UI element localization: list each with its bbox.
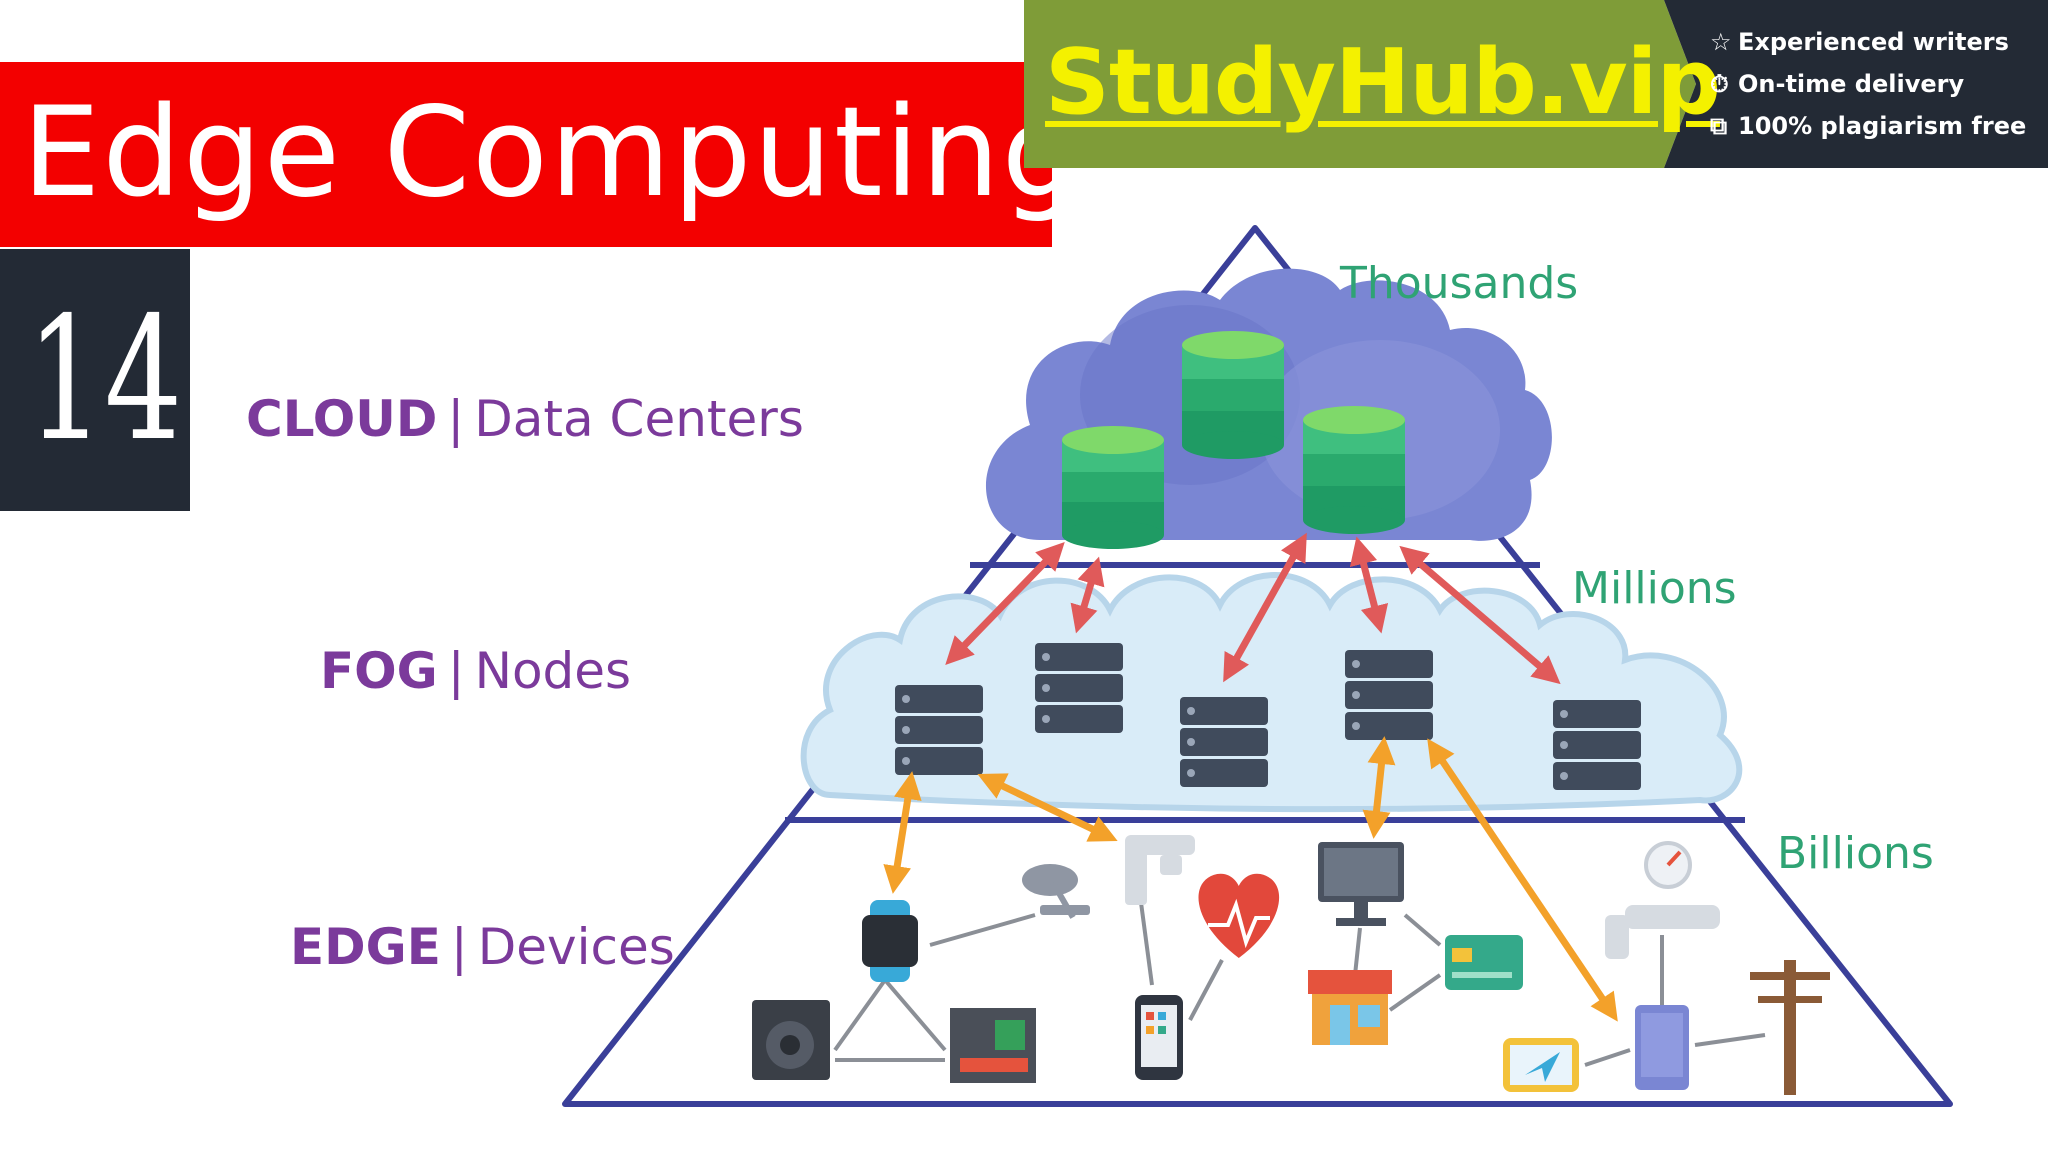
server-icon <box>1035 643 1123 733</box>
circuit-board-icon <box>950 1008 1036 1083</box>
title-band <box>0 62 1052 247</box>
feature-on-time-delivery: ⏱ On-time delivery <box>1710 70 1964 98</box>
tier-label-cloud: CLOUD|Data Centers <box>246 390 804 448</box>
feature-label: On-time delivery <box>1738 70 1965 98</box>
brand-banner <box>1024 0 1664 168</box>
database-icon <box>1303 406 1405 534</box>
pressure-gauge-icon <box>1605 841 1720 959</box>
episode-number: 14 <box>26 281 183 479</box>
feature-plagiarism-free: ⧉ 100% plagiarism free <box>1710 112 2026 140</box>
brand-features-panel <box>1696 0 2048 168</box>
fog-edge-arrows <box>883 736 1618 1022</box>
server-icon <box>1345 650 1433 740</box>
feature-label: 100% plagiarism free <box>1738 112 2027 140</box>
cloud-fog-arrows <box>945 532 1561 685</box>
faucet-icon <box>1125 835 1195 905</box>
server-icon <box>895 685 983 775</box>
feature-label: Experienced writers <box>1738 28 2009 56</box>
tier-label-fog: FOG|Nodes <box>320 642 632 700</box>
database-icon <box>1062 426 1164 549</box>
monitor-icon <box>1318 842 1404 926</box>
server-icon <box>1180 697 1268 787</box>
credit-card-icon <box>1445 935 1523 990</box>
feature-experienced-writers: ☆Experienced writers <box>1710 28 2009 56</box>
heart-rate-icon <box>1198 873 1280 959</box>
smartphone-icon <box>1135 995 1183 1080</box>
star-icon: ☆ <box>1710 28 1732 56</box>
store-icon <box>1308 970 1392 1045</box>
brand-link[interactable]: StudyHub.vip <box>1045 30 1721 135</box>
server-icon <box>1553 700 1641 790</box>
count-label-cloud: Thousands <box>1340 258 1579 309</box>
database-icon <box>1182 331 1284 459</box>
gps-navigator-icon <box>1503 1038 1579 1092</box>
smartwatch-icon <box>862 900 918 982</box>
count-label-fog: Millions <box>1572 563 1737 614</box>
copy-icon: ⧉ <box>1710 112 1728 140</box>
clock-icon: ⏱ <box>1710 70 1729 98</box>
video-title: Edge Computing <box>22 81 1083 225</box>
count-label-edge: Billions <box>1777 828 1934 879</box>
desk-lamp-icon <box>1022 864 1090 919</box>
tablet-icon <box>1635 1005 1689 1090</box>
episode-badge <box>0 249 190 511</box>
speaker-icon <box>752 1000 830 1080</box>
utility-pole-icon <box>1750 960 1830 1095</box>
tier-label-edge: EDGE|Devices <box>290 918 675 976</box>
